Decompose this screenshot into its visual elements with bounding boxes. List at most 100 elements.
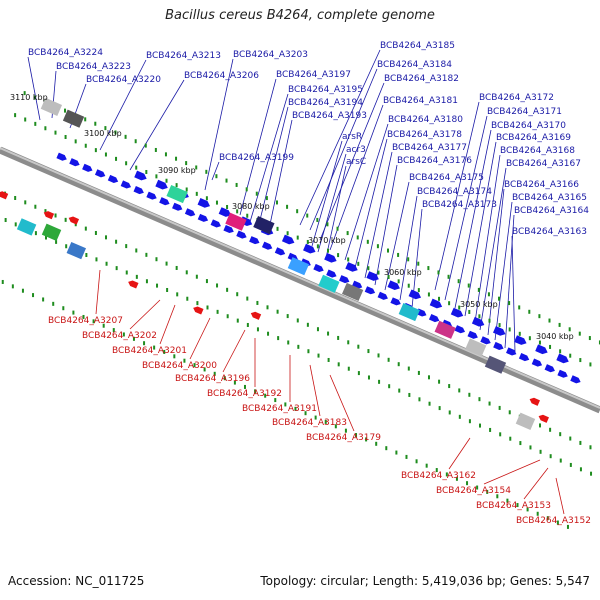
track-tick bbox=[448, 384, 451, 389]
track-tick bbox=[112, 328, 115, 333]
track-tick bbox=[559, 432, 562, 437]
track-tick bbox=[528, 336, 531, 341]
track-tick bbox=[155, 174, 158, 179]
track-tick bbox=[397, 252, 400, 257]
forward-gene-arrow bbox=[339, 275, 350, 284]
gene-label-reverse: BCB4264_A3202 bbox=[82, 331, 157, 341]
track-tick bbox=[365, 437, 368, 442]
track-tick bbox=[173, 354, 176, 359]
track-tick bbox=[143, 341, 146, 346]
track-tick bbox=[105, 235, 108, 240]
leader-line bbox=[434, 101, 480, 291]
gene-label-reverse: BCB4264_A3192 bbox=[207, 389, 282, 399]
forward-gene-arrow bbox=[390, 297, 401, 306]
reverse-gene-arrow bbox=[529, 397, 540, 406]
forward-gene-arrow bbox=[326, 269, 337, 278]
gene-label-forward: BCB4264_A3164 bbox=[514, 206, 589, 216]
gene-label-forward: arsC bbox=[346, 157, 366, 167]
gene-label-reverse: BCB4264_A3207 bbox=[48, 316, 123, 326]
track-tick bbox=[34, 231, 37, 236]
gene-label-forward: BCB4264_A3195 bbox=[288, 85, 363, 95]
leader-line bbox=[189, 317, 211, 360]
gene-label-forward: BCB4264_A3163 bbox=[512, 227, 587, 237]
forward-gene-arrow bbox=[324, 252, 337, 263]
gene-label-reverse: BCB4264_A3191 bbox=[242, 404, 317, 414]
gene-label-reverse: BCB4264_A3162 bbox=[401, 471, 476, 481]
track-tick bbox=[125, 161, 128, 166]
track-tick bbox=[294, 406, 297, 411]
leader-line bbox=[329, 104, 384, 251]
track-tick bbox=[519, 441, 522, 446]
leader-line bbox=[309, 364, 321, 417]
track-tick bbox=[438, 379, 441, 384]
track-tick bbox=[326, 222, 329, 227]
track-tick bbox=[488, 401, 491, 406]
track-tick bbox=[33, 95, 36, 100]
track-tick bbox=[94, 230, 97, 235]
track-tick bbox=[477, 287, 480, 292]
track-tick bbox=[156, 283, 159, 288]
track-tick bbox=[316, 327, 319, 332]
gene-block bbox=[41, 223, 62, 241]
leader-line bbox=[249, 93, 289, 223]
track-tick bbox=[165, 261, 168, 266]
track-tick bbox=[42, 297, 45, 302]
leader-line bbox=[464, 141, 497, 317]
leader-line bbox=[129, 299, 161, 330]
track-tick bbox=[457, 279, 460, 284]
track-tick bbox=[186, 296, 189, 301]
gene-block bbox=[166, 184, 188, 204]
gene-label-forward: BCB4264_A3176 bbox=[397, 156, 472, 166]
track-tick bbox=[549, 427, 552, 432]
track-tick bbox=[476, 485, 479, 490]
reverse-gene-arrow bbox=[250, 311, 262, 320]
forward-gene-arrow bbox=[107, 174, 119, 183]
forward-gene-arrow bbox=[570, 375, 581, 384]
forward-gene-arrow bbox=[450, 307, 464, 318]
track-tick bbox=[92, 319, 95, 324]
track-tick bbox=[245, 187, 248, 192]
forward-gene-arrow bbox=[146, 191, 157, 200]
track-tick bbox=[62, 306, 65, 311]
track-tick bbox=[337, 335, 340, 340]
gene-block bbox=[16, 218, 37, 236]
gene-label-reverse: BCB4264_A3201 bbox=[112, 346, 187, 356]
track-tick bbox=[316, 244, 319, 249]
leader-line bbox=[494, 201, 513, 341]
track-tick bbox=[115, 239, 118, 244]
genome-summary-text: Topology: circular; Length: 5,419,036 bp… bbox=[260, 574, 590, 588]
track-tick bbox=[14, 113, 17, 118]
track-tick bbox=[427, 266, 430, 271]
leader-line bbox=[325, 165, 347, 259]
gene-label-forward: BCB4264_A3166 bbox=[504, 180, 579, 190]
track-tick bbox=[205, 169, 208, 174]
track-tick bbox=[236, 209, 239, 214]
track-tick bbox=[163, 349, 166, 354]
gene-label-forward: BCB4264_A3172 bbox=[479, 93, 554, 103]
forward-gene-arrow bbox=[197, 213, 209, 222]
gene-label-forward: BCB4264_A3193 bbox=[292, 111, 367, 121]
track-tick bbox=[175, 183, 178, 188]
forward-gene-arrow bbox=[364, 286, 376, 295]
track-tick bbox=[84, 117, 87, 122]
track-tick bbox=[448, 410, 451, 415]
track-tick bbox=[275, 200, 278, 205]
track-tick bbox=[356, 235, 359, 240]
gene-label-reverse: BCB4264_A3200 bbox=[142, 361, 217, 371]
gene-label-forward: acr3 bbox=[346, 145, 366, 155]
forward-gene-arrow bbox=[218, 207, 232, 217]
gene-block bbox=[318, 274, 340, 293]
forward-gene-arrow bbox=[531, 358, 543, 367]
track-tick bbox=[588, 336, 591, 341]
leader-line bbox=[364, 151, 393, 279]
reverse-gene-arrow bbox=[43, 211, 55, 220]
track-tick bbox=[115, 266, 118, 271]
track-tick bbox=[65, 244, 68, 249]
forward-gene-arrow bbox=[56, 152, 67, 161]
leader-line bbox=[344, 123, 389, 261]
track-tick bbox=[226, 204, 229, 209]
track-tick bbox=[44, 209, 47, 214]
track-tick bbox=[357, 371, 360, 376]
forward-gene-arrow bbox=[514, 335, 527, 345]
forward-gene-arrow bbox=[134, 170, 147, 181]
